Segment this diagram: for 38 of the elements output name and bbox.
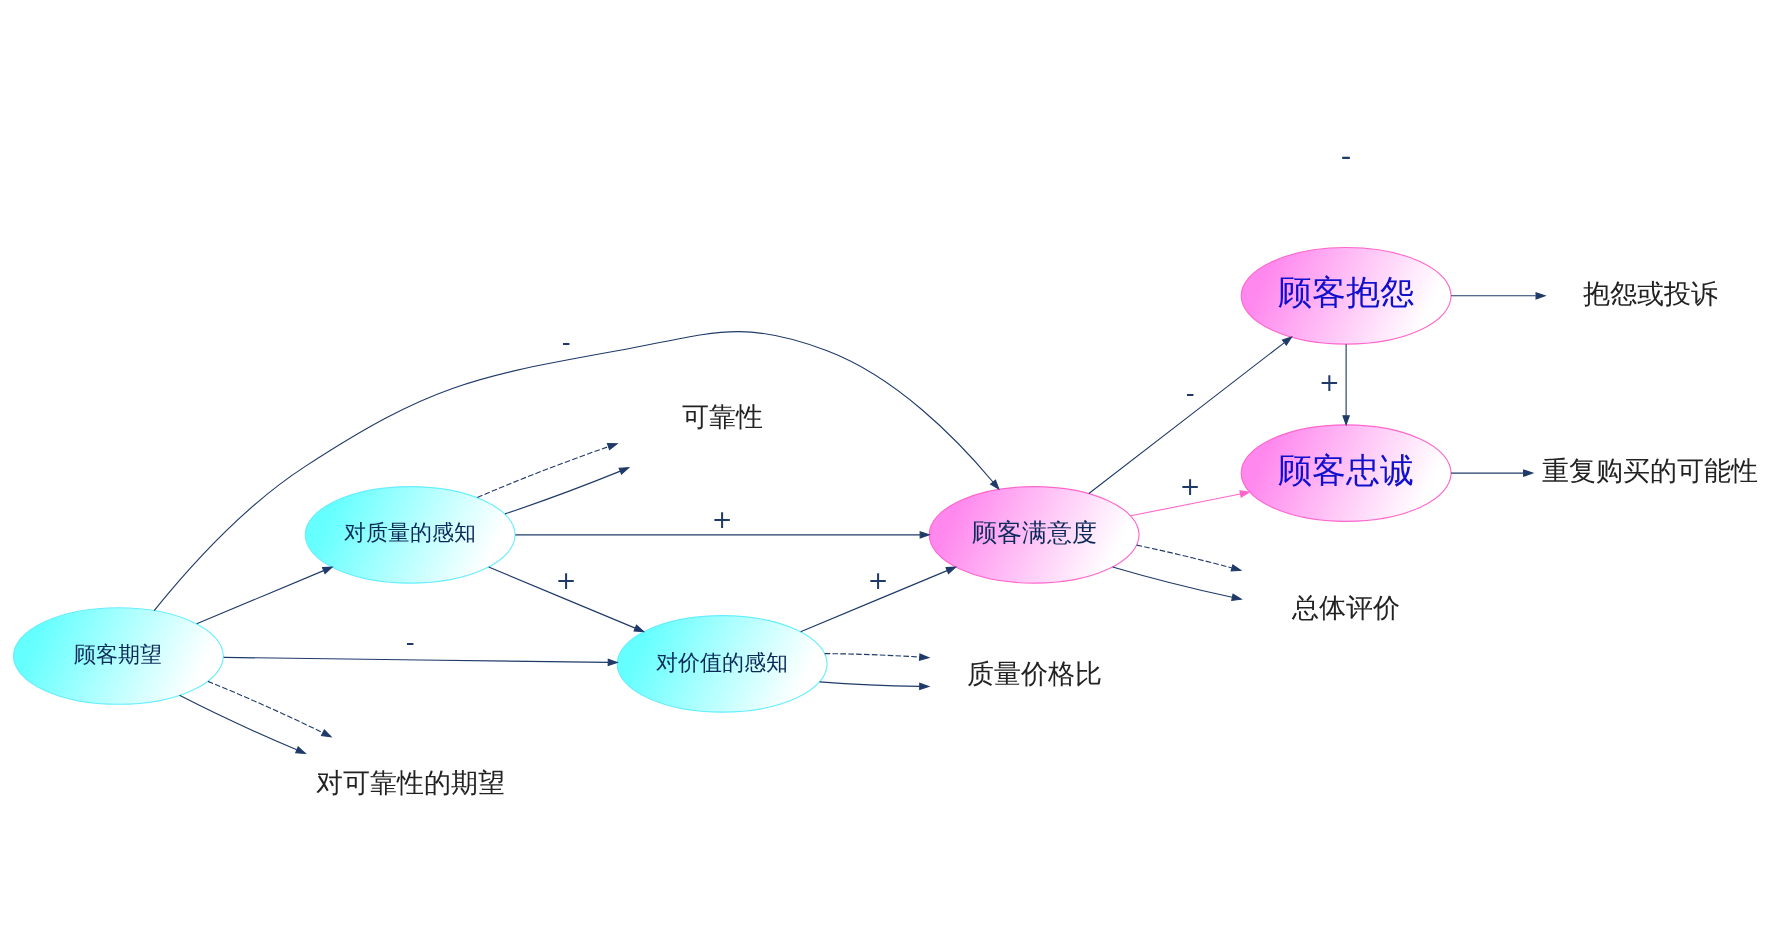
arrow [1129,490,1251,517]
label: - [1340,138,1351,173]
arrow [504,467,630,515]
edge-label: + [555,566,577,596]
edge-label: + [1318,367,1340,397]
edge-label: - [405,628,415,658]
node-ellipse: 对价值的感知 [616,615,828,713]
node-text: 可靠性 [681,401,763,433]
node-text: 对可靠性的期望 [315,767,505,799]
arrow [222,656,619,667]
edge-label: - [1185,378,1195,408]
arrow [1450,291,1547,300]
node-text: 质量价格比 [966,658,1102,690]
node-text: 重复购买的可能性 [1541,455,1758,487]
arrow [1341,343,1350,427]
arrow [1111,566,1243,602]
arrow [195,566,334,625]
arrow [823,653,930,661]
arrow [153,331,1000,612]
node-text: 总体评价 [1291,591,1400,623]
arrow [1135,544,1242,572]
edge-label: + [1179,472,1200,502]
node-text: 抱怨或投诉 [1582,277,1718,309]
node-ellipse: 顾客期望 [12,607,224,705]
edge-label: + [711,504,733,534]
arrow [1450,469,1534,478]
arrow [487,566,645,633]
arrow [1087,336,1293,495]
arrow [514,530,931,539]
node-ellipse: 顾客满意度 [928,486,1140,584]
edge-label: - [561,328,571,358]
node-ellipse: 对质量的感知 [304,486,516,584]
arrow [818,681,930,691]
arrow [476,443,619,499]
edge-label: + [867,566,888,596]
arrow [178,694,307,755]
arrow [799,566,957,633]
arrow [206,680,332,738]
